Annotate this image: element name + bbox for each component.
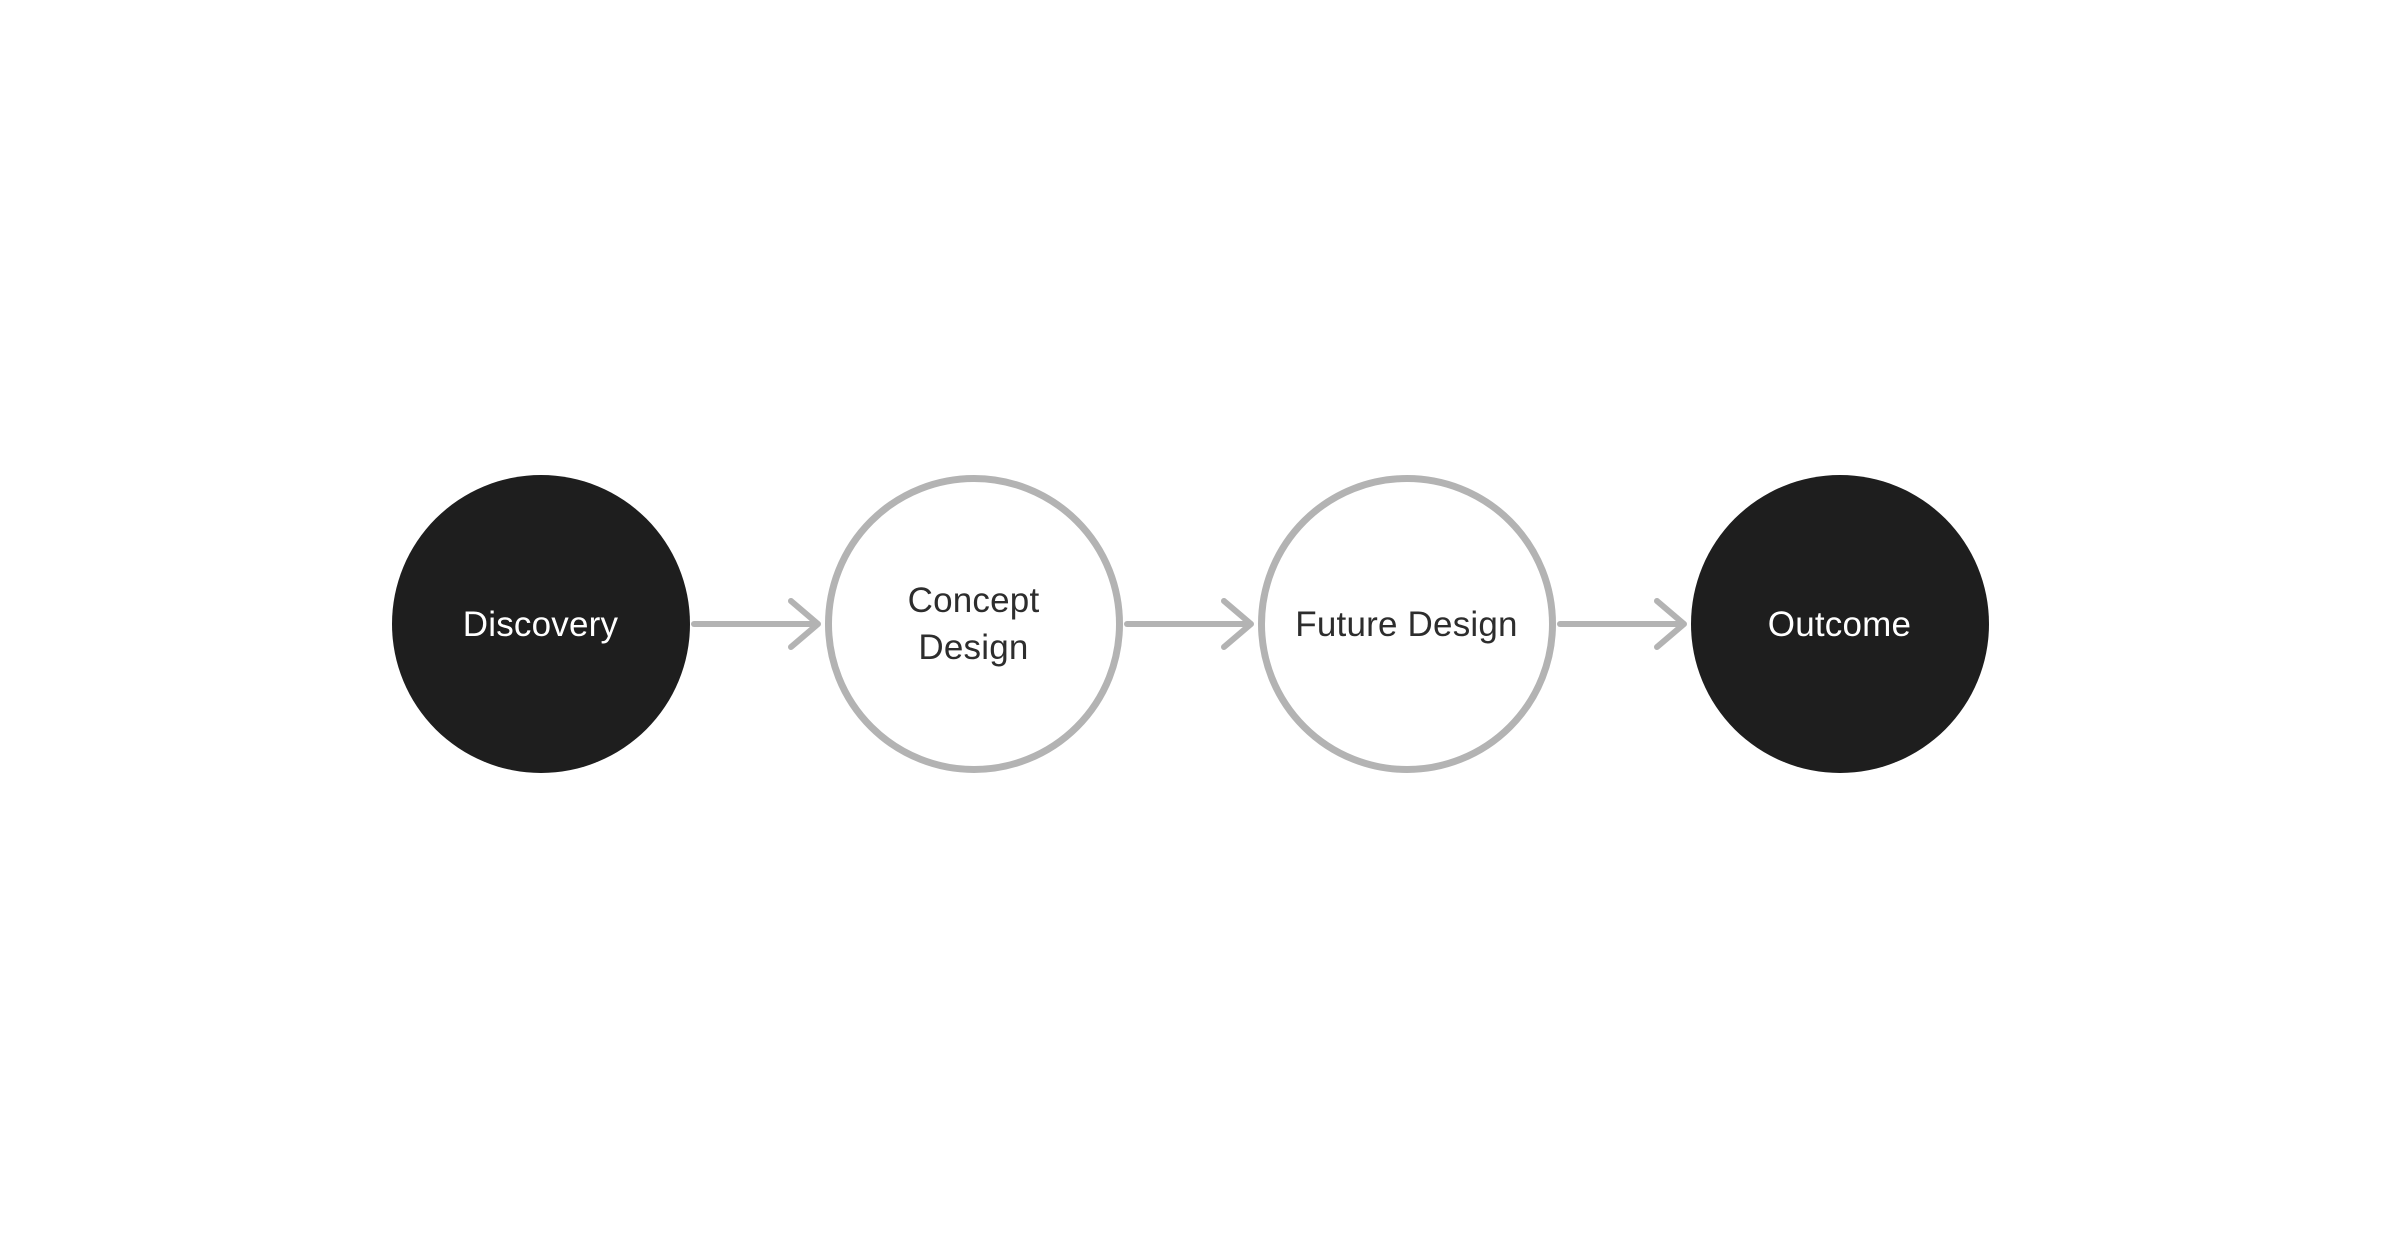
node-label-line: Future Design xyxy=(1295,604,1518,644)
node-future-design[interactable]: Future Design xyxy=(1257,475,1556,773)
arrow-head-icon xyxy=(1220,598,1254,650)
arrow-head-icon xyxy=(787,598,821,650)
flow-diagram: Discovery Concept Design Future Design O… xyxy=(391,475,1989,773)
node-label-line: Discovery xyxy=(462,604,619,644)
node-concept-design-label: Concept Design xyxy=(908,577,1040,671)
node-label-line: Outcome xyxy=(1767,604,1912,644)
node-outcome-label: Outcome xyxy=(1768,601,1911,648)
arrow-head-icon xyxy=(1653,598,1687,650)
node-concept-design[interactable]: Concept Design xyxy=(824,475,1123,773)
node-label-line: Design xyxy=(918,628,1029,667)
node-label-line: Concept xyxy=(907,581,1040,620)
node-future-design-label: Future Design xyxy=(1295,601,1517,648)
node-discovery-label: Discovery xyxy=(463,601,618,648)
node-outcome[interactable]: Outcome xyxy=(1690,475,1989,773)
connector-arrow-3[interactable] xyxy=(1556,584,1691,664)
node-discovery[interactable]: Discovery xyxy=(391,475,690,773)
connector-arrow-2[interactable] xyxy=(1123,584,1258,664)
connector-arrow-1[interactable] xyxy=(690,584,825,664)
